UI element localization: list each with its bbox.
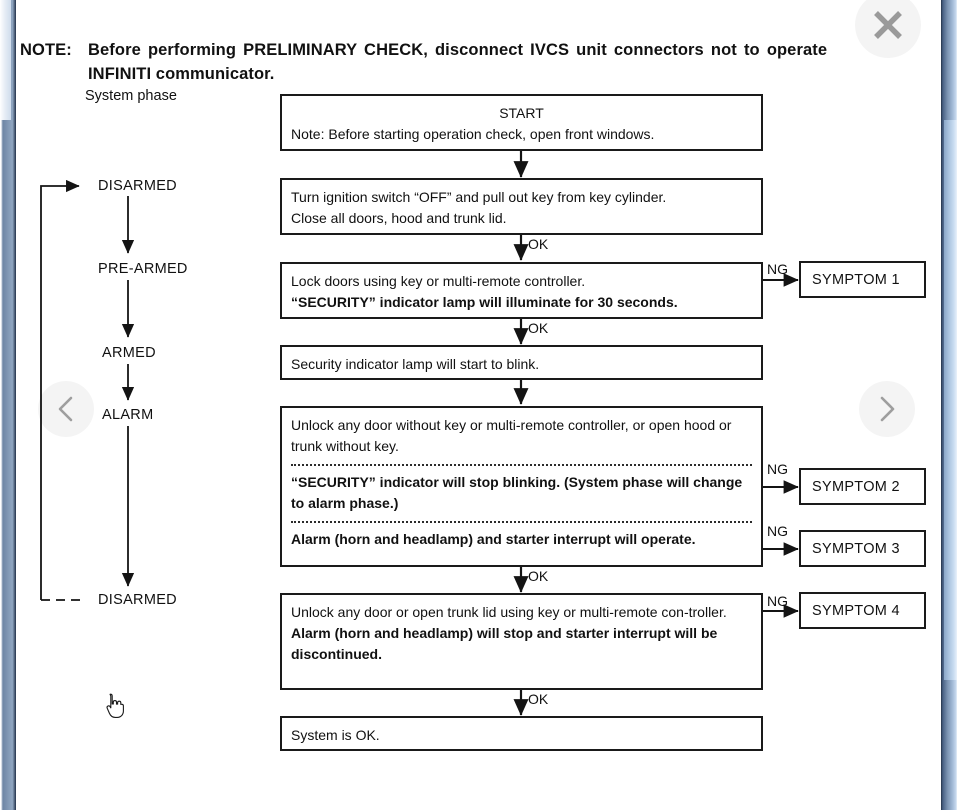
flow-box-unlock-without-key-line-2: “SECURITY” indicator will stop blinking.… xyxy=(291,474,743,511)
flow-box-lock-doors-line-1: Lock doors using key or multi-remote con… xyxy=(291,273,586,289)
phase-label-pre-armed: PRE-ARMED xyxy=(98,261,188,277)
symptom-box-4-label: SYMPTOM 4 xyxy=(812,602,900,619)
flow-box-start: START Note: Before starting operation ch… xyxy=(280,94,763,151)
flow-box-lock-doors-line-2: “SECURITY” indicator lamp will illuminat… xyxy=(291,294,678,310)
note-label: NOTE: xyxy=(20,41,72,59)
chevron-left-icon xyxy=(58,396,73,422)
flow-box-ignition-off: Turn ignition switch “OFF” and pull out … xyxy=(280,178,763,235)
flow-box-indicator-blink: Security indicator lamp will start to bl… xyxy=(280,345,763,380)
left-scroll-chrome[interactable] xyxy=(0,0,16,810)
note-text-line-2: INFINITI communicator. xyxy=(88,65,275,83)
flow-box-ignition-off-line-1: Turn ignition switch “OFF” and pull out … xyxy=(291,189,667,205)
flow-box-unlock-without-key-line-3: Alarm (horn and headlamp) and starter in… xyxy=(291,531,696,547)
system-phase-column-title: System phase xyxy=(85,88,177,104)
preliminary-check-flowchart: System phase DISARMED PRE-ARMED ARMED AL… xyxy=(16,0,930,810)
edge-label-ng-4: NG xyxy=(767,593,788,609)
flow-box-system-ok-line-1: System is OK. xyxy=(291,727,380,743)
mouse-cursor-pointer xyxy=(106,693,124,718)
flow-box-system-ok: System is OK. xyxy=(280,716,763,751)
flow-box-unlock-with-key-line-1: Unlock any door or open trunk lid using … xyxy=(291,604,727,620)
phase-label-disarmed-bottom: DISARMED xyxy=(98,592,177,608)
flow-box-indicator-blink-line-1: Security indicator lamp will start to bl… xyxy=(291,356,540,372)
symptom-box-2-label: SYMPTOM 2 xyxy=(812,478,900,495)
close-icon xyxy=(874,11,902,39)
left-scroll-thumb[interactable] xyxy=(0,0,11,120)
document-page: NOTE: Before performing PRELIMINARY CHECK… xyxy=(16,0,930,810)
dotted-separator-2 xyxy=(291,521,752,523)
edge-label-ok-1: OK xyxy=(528,236,549,252)
symptom-box-2[interactable]: SYMPTOM 2 xyxy=(799,468,926,505)
vertical-scrollbar-thumb[interactable] xyxy=(944,120,957,680)
close-button[interactable] xyxy=(855,0,921,58)
flow-box-start-line-1: START xyxy=(499,105,544,121)
flow-box-unlock-without-key-line-1: Unlock any door without key or multi-rem… xyxy=(291,417,732,454)
edge-label-ok-3: OK xyxy=(528,568,549,584)
flow-box-start-line-2: Note: Before starting operation check, o… xyxy=(291,126,655,142)
note-text-line-1: Before performing PRELIMINARY CHECK, dis… xyxy=(88,41,828,59)
note-header: NOTE: Before performing PRELIMINARY CHECK… xyxy=(20,38,930,86)
flow-box-lock-doors: Lock doors using key or multi-remote con… xyxy=(280,262,763,319)
edge-label-ok-2: OK xyxy=(528,320,549,336)
symptom-box-1[interactable]: SYMPTOM 1 xyxy=(799,261,926,298)
next-page-button[interactable] xyxy=(859,381,915,437)
edge-label-ok-4: OK xyxy=(528,691,549,707)
edge-label-ng-1: NG xyxy=(767,261,788,277)
flow-box-unlock-with-key: Unlock any door or open trunk lid using … xyxy=(280,593,763,690)
symptom-box-3[interactable]: SYMPTOM 3 xyxy=(799,530,926,567)
chevron-right-icon xyxy=(880,396,895,422)
symptom-box-4[interactable]: SYMPTOM 4 xyxy=(799,592,926,629)
previous-page-button[interactable] xyxy=(38,381,94,437)
phase-label-disarmed-top: DISARMED xyxy=(98,178,177,194)
symptom-box-1-label: SYMPTOM 1 xyxy=(812,271,900,288)
flow-box-unlock-without-key: Unlock any door without key or multi-rem… xyxy=(280,406,763,567)
vertical-scrollbar[interactable] xyxy=(941,0,957,810)
symptom-box-3-label: SYMPTOM 3 xyxy=(812,540,900,557)
flow-box-ignition-off-line-2: Close all doors, hood and trunk lid. xyxy=(291,210,507,226)
dotted-separator-1 xyxy=(291,464,752,466)
flow-box-unlock-with-key-line-2: Alarm (horn and headlamp) will stop and … xyxy=(291,625,718,662)
phase-label-armed: ARMED xyxy=(102,345,156,361)
edge-label-ng-3: NG xyxy=(767,523,788,539)
phase-label-alarm: ALARM xyxy=(102,407,154,423)
edge-label-ng-2: NG xyxy=(767,461,788,477)
